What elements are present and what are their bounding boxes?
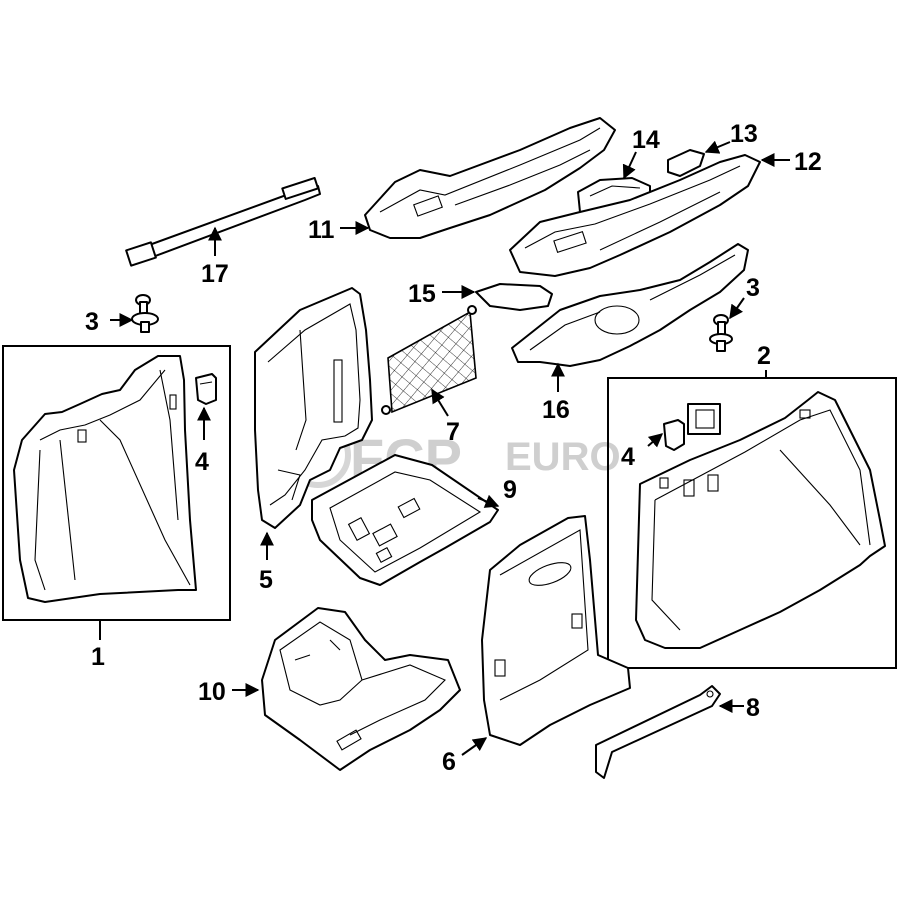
part-3-clip-right[interactable] — [709, 314, 733, 352]
part-9-storage-tray[interactable] — [311, 454, 499, 586]
callout-15[interactable]: 15 — [408, 280, 436, 308]
callout-10[interactable]: 10 — [198, 678, 226, 706]
callout-7[interactable]: 7 — [446, 418, 460, 446]
callout-16[interactable]: 16 — [542, 396, 570, 424]
part-3-clip-left[interactable] — [131, 294, 159, 333]
part-15-small-duct[interactable] — [475, 283, 553, 311]
callout-6[interactable]: 6 — [442, 748, 456, 776]
callouts: 1 2 3 3 4 4 5 6 7 8 9 10 11 12 13 14 15 … — [85, 120, 822, 776]
callout-4-right[interactable]: 4 — [621, 443, 635, 471]
group-box-1 — [2, 345, 231, 621]
part-16-support-bracket[interactable] — [511, 243, 749, 367]
callout-3-right[interactable]: 3 — [746, 274, 760, 302]
part-1-left-side-trim[interactable] — [13, 355, 197, 603]
leaders — [99, 140, 790, 756]
callout-3-left[interactable]: 3 — [85, 308, 99, 336]
part-5-side-panel[interactable] — [254, 287, 373, 529]
callout-2[interactable]: 2 — [757, 342, 771, 370]
part-4-square-clip[interactable] — [687, 403, 721, 435]
part-4-bracket-right[interactable] — [663, 419, 685, 451]
part-13-end-cap[interactable] — [667, 149, 705, 177]
part-2-right-side-trim[interactable] — [635, 391, 886, 649]
part-17-trim-strip[interactable] — [125, 176, 321, 267]
part-8-strap[interactable] — [595, 685, 721, 779]
callout-17[interactable]: 17 — [201, 260, 229, 288]
callout-9[interactable]: 9 — [503, 476, 517, 504]
watermark-brand-b: EURO — [505, 435, 621, 479]
callout-4-left[interactable]: 4 — [195, 448, 209, 476]
callout-1[interactable]: 1 — [91, 643, 105, 671]
group-box-2 — [607, 377, 897, 669]
part-10-lower-tray[interactable] — [261, 607, 461, 771]
callout-13[interactable]: 13 — [730, 120, 758, 148]
callout-12[interactable]: 12 — [794, 148, 822, 176]
part-7-cargo-net[interactable] — [381, 305, 477, 415]
callout-8[interactable]: 8 — [746, 694, 760, 722]
part-6-rear-panel[interactable] — [481, 515, 631, 746]
callout-5[interactable]: 5 — [259, 566, 273, 594]
callout-14[interactable]: 14 — [632, 126, 660, 154]
callout-11[interactable]: 11 — [308, 216, 335, 244]
part-11-upper-trim-left[interactable] — [364, 117, 616, 239]
part-4-bracket-left[interactable] — [195, 373, 217, 405]
part-12-upper-trim-right[interactable] — [509, 154, 761, 277]
